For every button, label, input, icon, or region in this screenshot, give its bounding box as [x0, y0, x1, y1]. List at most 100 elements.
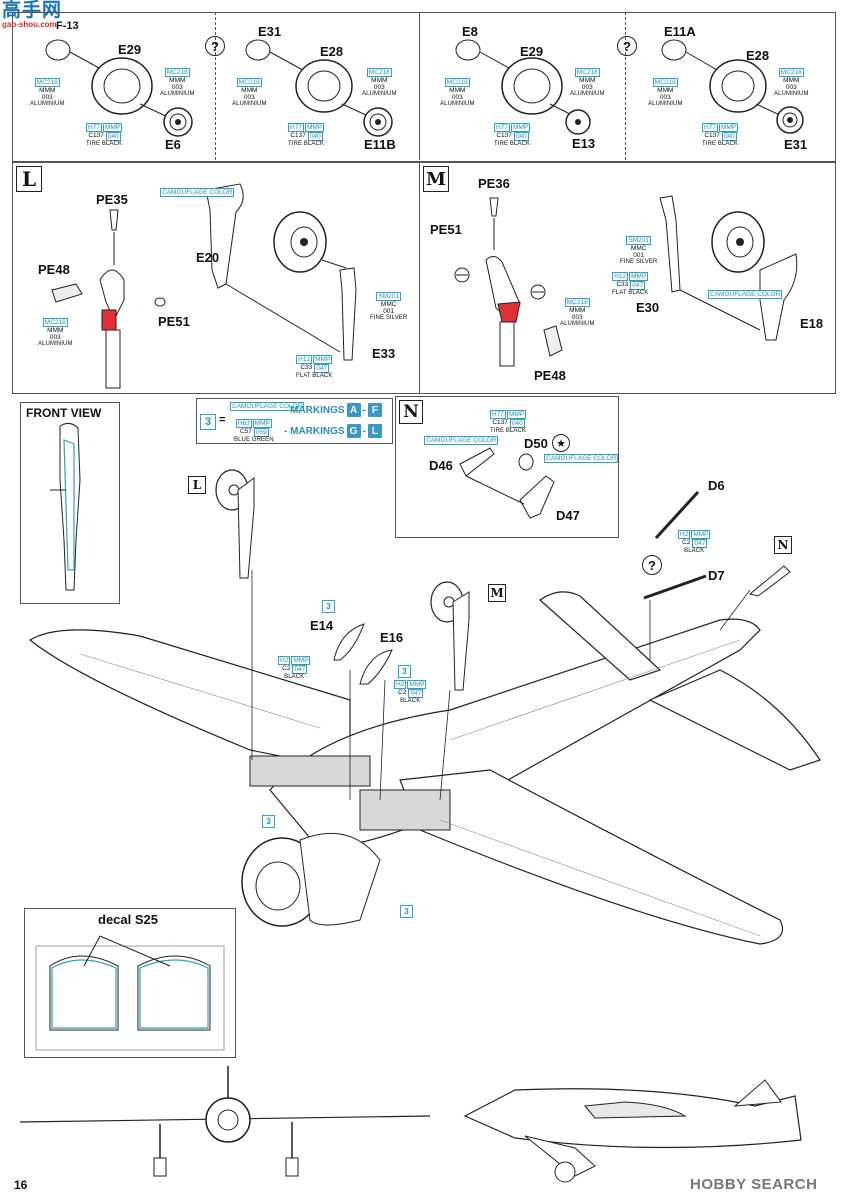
divider	[625, 12, 626, 160]
camouflage-callout: CAMOUFLAGE COLOR	[424, 436, 499, 445]
part-label: E14	[310, 618, 334, 633]
callout-L: L	[188, 476, 206, 494]
ref-marker: 3	[322, 600, 335, 613]
camouflage-callout: CAMOUFLAGE COLOR	[230, 402, 305, 411]
paint-callout: MC218 MMM 003 ALUMINIUM	[440, 78, 475, 107]
door-drawing	[359, 649, 393, 685]
panel-N-badge: N	[399, 400, 423, 424]
question-icon: ?	[205, 36, 225, 56]
panel-N-frame	[395, 396, 619, 538]
markings-gl: - MARKINGS G-L	[284, 424, 382, 438]
part-label: PE51	[158, 314, 190, 329]
panel-M-frame	[419, 162, 836, 394]
tailwheel-drawing	[459, 447, 555, 519]
paint-callout: MC218 MMM 003 ALUMINIUM	[774, 68, 809, 97]
divider	[215, 12, 216, 160]
front-view-title: FRONT VIEW	[26, 406, 102, 420]
part-label: E18	[800, 316, 824, 331]
logo-url: gao-shou.com	[2, 20, 57, 29]
decal-inset-frame	[24, 908, 236, 1058]
watermark: HOBBY SEARCH	[690, 1176, 818, 1193]
part-label: E29	[118, 42, 142, 57]
part-label: PE48	[38, 262, 70, 277]
callout-N: N	[774, 536, 792, 554]
wheel-drawing	[45, 39, 193, 137]
paint-callout: MC218 MMM 003 ALUMINIUM	[160, 68, 195, 97]
part-label: D46	[429, 458, 453, 473]
gear-leg-drawing	[454, 195, 798, 367]
antenna-drawing	[654, 490, 700, 540]
part-label: E20	[196, 250, 220, 265]
door-drawing	[333, 623, 365, 661]
ref-marker: 3	[262, 815, 275, 828]
paint-callout: SM201 MMC 001 FINE SILVER	[620, 236, 658, 265]
antenna-drawing	[643, 574, 707, 600]
ref-marker: 3	[398, 665, 411, 678]
part-label: E29	[520, 44, 544, 59]
part-label: E31	[784, 137, 808, 152]
front-view-drawing	[50, 422, 81, 591]
part-label: E8	[462, 24, 478, 39]
part-label: E16	[380, 630, 404, 645]
ref-marker: 3	[200, 414, 216, 430]
paint-callout: MC218 MMM 003 ALUMINIUM	[362, 68, 397, 97]
part-label: D50	[524, 436, 548, 451]
part-label: E28	[746, 48, 770, 63]
paint-callout: MC218 MMM 003 ALUMINIUM	[560, 298, 595, 327]
part-label: D6	[708, 478, 725, 493]
top-row-frame	[12, 12, 836, 162]
part-label: E31	[258, 24, 282, 39]
panel-L-badge: L	[16, 166, 42, 192]
star-icon: ★	[552, 434, 570, 452]
part-label: PE51	[430, 222, 462, 237]
front-view-frame	[20, 402, 120, 604]
callout-M: M	[488, 584, 506, 602]
model-code: F-13	[56, 20, 79, 32]
part-label: E13	[572, 136, 596, 151]
legend-frame	[196, 398, 393, 444]
paint-callout: MC218 MMM 003 ALUMINIUM	[38, 318, 73, 347]
wheel-drawing	[245, 39, 393, 137]
decal-inset-title: decal S25	[98, 912, 158, 927]
part-label: E30	[636, 300, 660, 315]
part-label: PE36	[478, 176, 510, 191]
divider	[419, 12, 420, 160]
decal-inset-drawing	[35, 935, 225, 1051]
part-label: E11B	[364, 137, 396, 152]
gear-leg-drawing	[430, 581, 470, 691]
wheel-drawing	[455, 39, 591, 135]
aircraft-drawing	[28, 570, 821, 945]
wheel-drawing	[661, 39, 804, 134]
paint-callout: MC218 MMM 003 ALUMINIUM	[232, 78, 267, 107]
part-label: E33	[372, 346, 396, 361]
gear-leg-drawing	[51, 183, 357, 389]
gear-leg-drawing	[215, 469, 255, 579]
logo-title: 高手网	[2, 0, 63, 21]
panel-M-badge: M	[423, 166, 449, 192]
camouflage-callout: CAMOUFLAGE COLOR	[160, 188, 235, 197]
side-view-aircraft	[463, 1079, 802, 1183]
front-view-aircraft	[19, 1066, 431, 1177]
part-label: E28	[320, 44, 344, 59]
legend-equals: =	[219, 414, 226, 426]
ref-marker: 3	[400, 905, 413, 918]
paint-callout: MC218 MMM 003 ALUMINIUM	[30, 78, 65, 107]
paint-callout: MC218 MMM 003 ALUMINIUM	[648, 78, 683, 107]
part-label: PE48	[534, 368, 566, 383]
question-icon: ?	[617, 36, 637, 56]
camouflage-callout: CAMOUFLAGE COLOR	[708, 290, 783, 299]
camouflage-callout: CAMOUFLAGE COLOR	[544, 454, 619, 463]
question-icon: ?	[642, 555, 662, 575]
site-logo: 高手网 gao-shou.com	[2, 0, 82, 36]
